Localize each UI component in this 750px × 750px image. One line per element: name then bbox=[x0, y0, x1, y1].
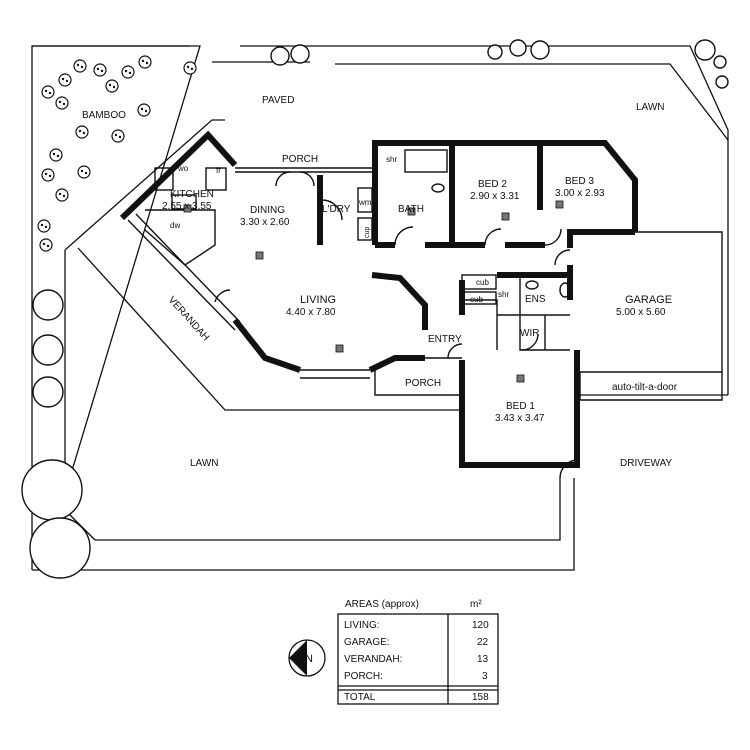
areas-table: AREAS (approx) m² LIVING: 120 GARAGE: 22… bbox=[337, 599, 499, 705]
area-row-label: VERANDAH: bbox=[344, 654, 402, 665]
lawn-top-label: LAWN bbox=[636, 102, 665, 113]
area-row-label: LIVING: bbox=[344, 620, 380, 631]
dishwasher-label: dw bbox=[170, 221, 180, 230]
thin-walls bbox=[127, 149, 723, 479]
areas-unit: m² bbox=[470, 599, 482, 610]
bed3-name: BED 3 bbox=[565, 176, 594, 187]
wall-oven-label: wo bbox=[177, 164, 189, 173]
fridge-label: fr bbox=[216, 166, 221, 175]
area-row-label: GARAGE: bbox=[344, 637, 390, 648]
area-row-value: 3 bbox=[482, 671, 488, 682]
north-label: N bbox=[305, 653, 313, 665]
ens-name: ENS bbox=[525, 294, 546, 305]
garage-size: 5.00 x 5.60 bbox=[616, 307, 666, 318]
area-total-value: 158 bbox=[472, 692, 489, 703]
property-boundary bbox=[31, 45, 729, 571]
bath-name: BATH bbox=[398, 204, 424, 215]
bed2-name: BED 2 bbox=[478, 179, 507, 190]
verandah-label: VERANDAH bbox=[166, 295, 211, 344]
area-total-label: TOTAL bbox=[344, 692, 376, 703]
wir-name: WIR bbox=[520, 328, 539, 339]
cupboard-2-label: cub bbox=[470, 295, 483, 304]
living-size: 4.40 x 7.80 bbox=[286, 307, 336, 318]
bamboo-label: BAMBOO bbox=[82, 110, 126, 121]
kitchen-size: 2.55 x 3.55 bbox=[162, 201, 212, 212]
living-name: LIVING bbox=[300, 294, 336, 306]
dining-size: 3.30 x 2.60 bbox=[240, 217, 290, 228]
bed1-size: 3.43 x 3.47 bbox=[495, 413, 545, 424]
room-markers bbox=[183, 200, 564, 383]
bed1-name: BED 1 bbox=[506, 401, 535, 412]
area-row-label: PORCH: bbox=[344, 671, 383, 682]
porch-bottom-label: PORCH bbox=[405, 378, 441, 389]
areas-title: AREAS (approx) bbox=[345, 599, 419, 610]
bed3-size: 3.00 x 2.93 bbox=[555, 188, 605, 199]
porch-top-label: PORCH bbox=[282, 154, 318, 165]
lawn-bottom-label: LAWN bbox=[190, 458, 219, 469]
washing-machine-label: wm bbox=[358, 198, 372, 207]
garden-trees bbox=[21, 39, 729, 579]
paved-label: PAVED bbox=[262, 95, 294, 106]
area-row-value: 22 bbox=[477, 637, 489, 648]
auto-door-label: auto-tilt-a-door bbox=[612, 382, 678, 393]
area-row-value: 120 bbox=[472, 620, 489, 631]
cupboard-1-label: cub bbox=[476, 278, 489, 287]
shower-ens-label: shr bbox=[498, 290, 509, 299]
area-row-value: 13 bbox=[477, 654, 489, 665]
laundry-name: L'DRY bbox=[322, 204, 351, 215]
entry-label: ENTRY bbox=[428, 334, 462, 345]
bed2-size: 2.90 x 3.31 bbox=[470, 191, 520, 202]
north-arrow: N bbox=[288, 639, 326, 677]
garage-name: GARAGE bbox=[625, 294, 672, 306]
house-walls bbox=[119, 130, 638, 468]
shower-bath-label: shr bbox=[386, 155, 397, 164]
cupboard-label: cup bbox=[364, 227, 371, 238]
labels: BAMBOO PAVED LAWN LAWN DRIVEWAY PORCH PO… bbox=[82, 95, 678, 469]
kitchen-name: KITCHEN bbox=[170, 189, 214, 200]
driveway-label: DRIVEWAY bbox=[620, 458, 673, 469]
dining-name: DINING bbox=[250, 205, 285, 216]
